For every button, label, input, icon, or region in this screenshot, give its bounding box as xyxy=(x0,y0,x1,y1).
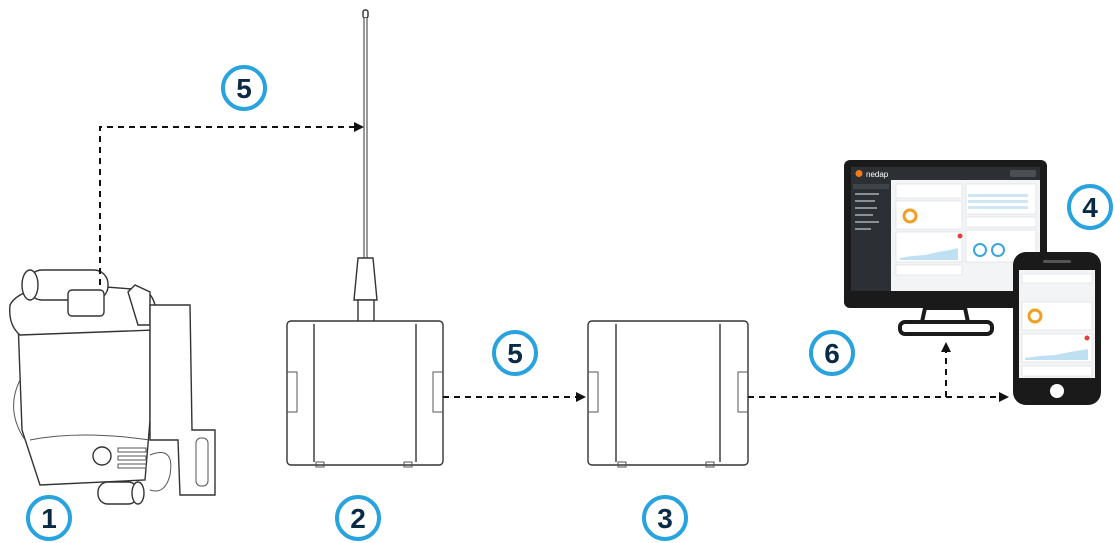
mobile-phone xyxy=(1013,252,1101,405)
svg-text:1: 1 xyxy=(41,503,57,534)
app-sidebar xyxy=(851,180,891,291)
badge-link-top: 5 xyxy=(223,67,265,109)
brand-logo-icon xyxy=(856,170,863,177)
uplink-arrow-device-to-antenna xyxy=(100,127,362,285)
field-device xyxy=(10,270,215,504)
badge-gateway: 2 xyxy=(337,497,379,539)
svg-text:5: 5 xyxy=(236,73,252,104)
svg-text:6: 6 xyxy=(824,338,840,369)
badge-clients: 4 xyxy=(1069,186,1111,228)
reader-unit xyxy=(588,321,748,467)
svg-text:4: 4 xyxy=(1082,192,1098,223)
badge-reader: 3 xyxy=(644,497,686,539)
svg-text:2: 2 xyxy=(350,503,366,534)
gateway-unit xyxy=(287,10,443,467)
badge-link-mid: 5 xyxy=(494,332,536,374)
badge-link-right: 6 xyxy=(811,332,853,374)
svg-text:5: 5 xyxy=(507,338,523,369)
app-brand-label: nedap xyxy=(866,170,889,179)
badge-device: 1 xyxy=(28,497,70,539)
svg-text:3: 3 xyxy=(657,503,673,534)
